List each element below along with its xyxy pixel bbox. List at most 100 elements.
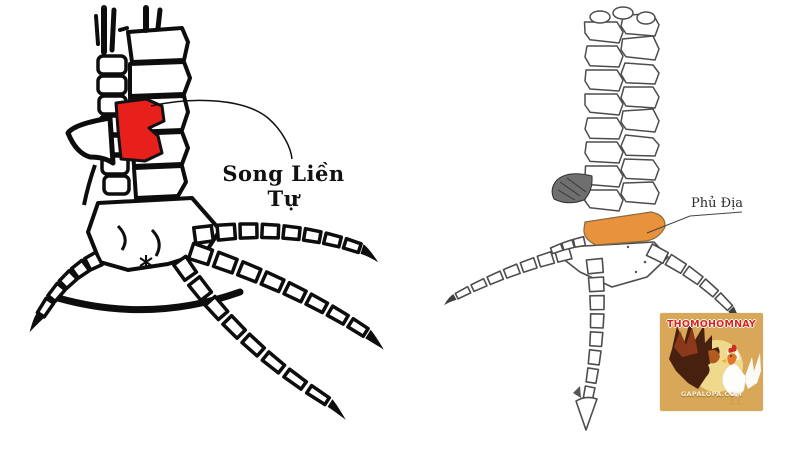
left-foot-pad bbox=[86, 196, 222, 272]
toe-scale bbox=[301, 226, 323, 245]
toe-scale bbox=[664, 253, 688, 275]
toe-scale bbox=[585, 367, 600, 385]
shank-scale bbox=[102, 174, 131, 196]
toe-scale bbox=[304, 292, 330, 315]
toe-scale bbox=[588, 330, 604, 348]
toe-scale bbox=[560, 239, 576, 251]
shank-scale bbox=[132, 164, 188, 200]
toe-scale bbox=[240, 332, 267, 358]
phu-dia-highlight bbox=[583, 211, 666, 246]
toe-scale bbox=[470, 277, 488, 293]
left-pointer-line bbox=[150, 99, 293, 160]
right-pointer-line bbox=[646, 211, 743, 234]
toe-scale bbox=[203, 294, 230, 322]
toe-scale bbox=[502, 263, 522, 279]
shank-scale bbox=[620, 108, 660, 133]
toe-scale bbox=[282, 367, 309, 391]
shank-top-ink bbox=[94, 5, 163, 55]
toe-scale bbox=[682, 265, 704, 286]
dark-rooster-icon bbox=[669, 321, 720, 389]
toe-scale bbox=[321, 231, 344, 249]
watermark-subtitle: GAPALOPA.COM bbox=[680, 390, 743, 398]
toe-scale bbox=[281, 224, 302, 242]
toe-scale bbox=[211, 250, 239, 275]
toe-claw bbox=[360, 244, 379, 263]
shank-scale bbox=[620, 181, 660, 205]
middle-toe-claw bbox=[575, 396, 598, 431]
shank-scale bbox=[583, 21, 624, 44]
toe-scale bbox=[259, 270, 286, 294]
shank-scale bbox=[584, 69, 624, 92]
shank-top-bumps bbox=[589, 6, 656, 25]
toe-scale bbox=[260, 222, 281, 240]
toe-scale bbox=[282, 280, 308, 304]
toe-scale bbox=[572, 235, 587, 248]
toe-scale bbox=[585, 257, 605, 275]
toe-scale bbox=[341, 236, 363, 255]
pad-scale-arc bbox=[150, 228, 161, 257]
song-lien-tu-highlight bbox=[114, 97, 166, 163]
shank-scale bbox=[584, 141, 624, 164]
shank-scale bbox=[96, 54, 128, 76]
shank-scale bbox=[96, 74, 128, 96]
right-foot-spur bbox=[551, 173, 593, 204]
watermark-logo: THOMOHOMNAY GAPALOPA.COM bbox=[660, 313, 763, 411]
toe-scale bbox=[589, 294, 605, 311]
toe-scale bbox=[714, 292, 734, 312]
toe-scale bbox=[304, 383, 332, 407]
toe-scale bbox=[57, 268, 79, 291]
right-foot-diagram bbox=[444, 6, 743, 431]
toe-scale bbox=[171, 254, 199, 283]
watermark-art bbox=[669, 321, 761, 405]
toe-scale bbox=[587, 348, 602, 366]
middle-toe-claw-tick bbox=[573, 386, 581, 398]
toe-claw bbox=[444, 294, 457, 306]
left-foot-spur bbox=[65, 115, 116, 166]
toe-scale bbox=[235, 260, 263, 284]
shank-contour bbox=[82, 164, 97, 206]
shank-scale bbox=[584, 93, 624, 116]
pad-scale-arc bbox=[116, 224, 127, 251]
shank-scale bbox=[583, 189, 624, 212]
toe-scale bbox=[589, 312, 605, 329]
right-foot-shank bbox=[583, 13, 660, 212]
shank-scale bbox=[128, 60, 192, 98]
toe-scale bbox=[191, 223, 216, 246]
toe-scale bbox=[238, 222, 259, 240]
shank-scale bbox=[126, 26, 190, 64]
toe-scale bbox=[587, 276, 605, 293]
toe-scale bbox=[698, 278, 720, 298]
toe-claw bbox=[365, 329, 384, 350]
right-diagram-label: Phủ Địa bbox=[690, 196, 744, 211]
toe-scale bbox=[186, 274, 214, 303]
right-foot-toes bbox=[444, 235, 741, 403]
toe-scale bbox=[549, 242, 564, 255]
left-foot-toes bbox=[29, 222, 384, 420]
pad-star-mark bbox=[139, 255, 153, 269]
toe-scale bbox=[346, 316, 370, 339]
shank-scale bbox=[620, 158, 660, 181]
toe-scale bbox=[260, 350, 287, 375]
toe-scale bbox=[519, 256, 538, 274]
shank-scale bbox=[620, 86, 660, 109]
toe-scale bbox=[186, 241, 215, 267]
toe-scale bbox=[645, 243, 670, 265]
toe-scale bbox=[221, 313, 248, 340]
white-rooster-icon bbox=[721, 344, 761, 405]
toe-scale bbox=[35, 296, 56, 319]
shank-scale bbox=[620, 134, 660, 157]
toe-scale bbox=[325, 304, 350, 326]
toe-scale bbox=[536, 250, 556, 268]
toe-claw bbox=[327, 399, 346, 420]
shank-scale bbox=[620, 62, 660, 85]
toe-claw bbox=[29, 313, 44, 333]
shank-scale bbox=[620, 35, 660, 61]
watermark-title: THOMOHOMNAY bbox=[667, 319, 756, 330]
left-diagram-label: Song Liền Tự bbox=[222, 161, 345, 211]
toe-scale bbox=[486, 270, 505, 286]
left-foot-diagram bbox=[29, 5, 384, 420]
shank-scale bbox=[584, 117, 624, 140]
toe-scale bbox=[215, 222, 238, 242]
toe-scale bbox=[454, 285, 472, 300]
